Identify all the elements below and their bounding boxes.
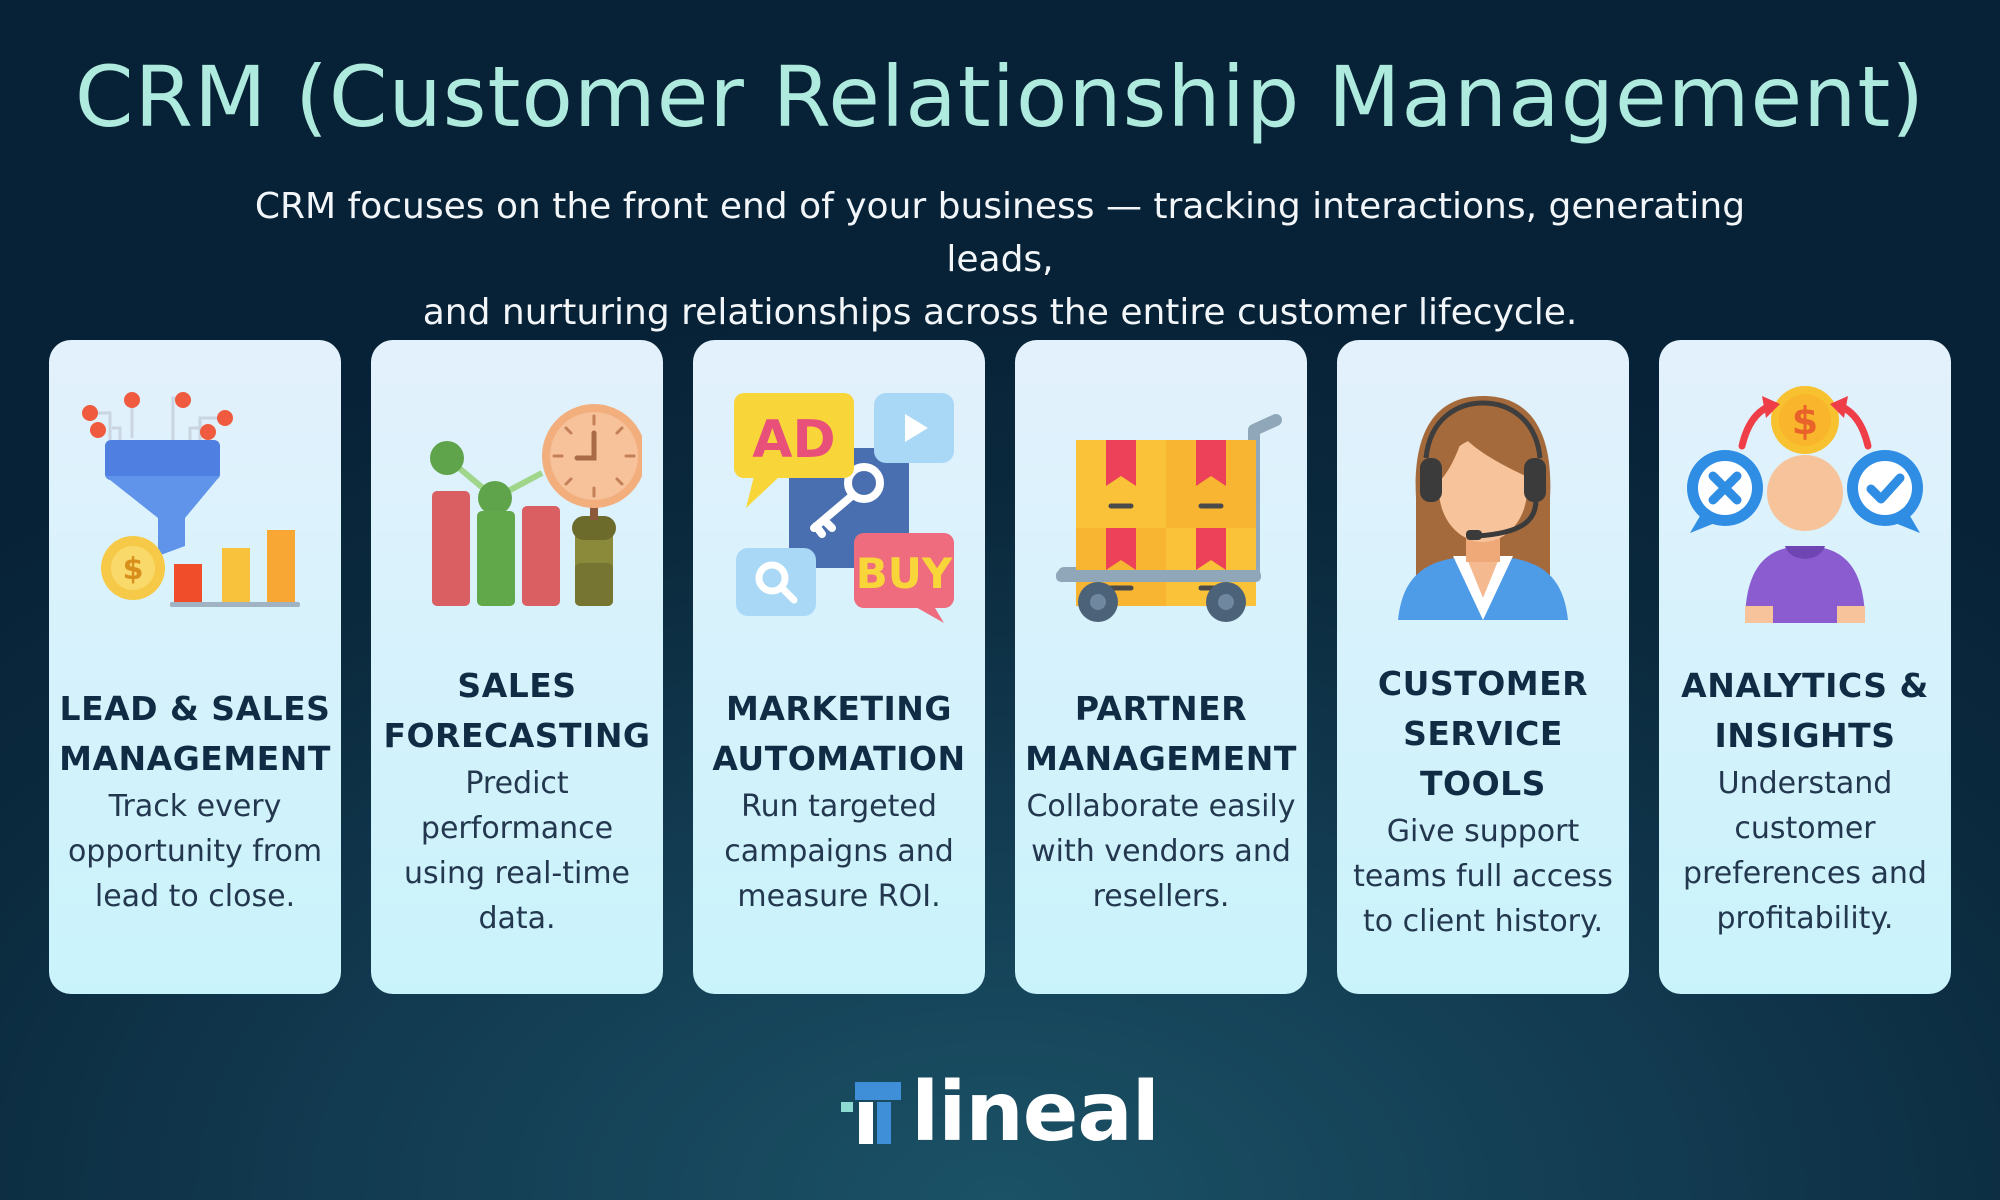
card-description: Predict performance using real-time data… [403, 766, 631, 936]
customer-decision-icon: $ [1687, 386, 1923, 623]
card-text: SALES FORECASTING Predict performance us… [381, 628, 653, 994]
card-title: LEAD & SALES MANAGEMENT [59, 688, 331, 778]
card-description: Give support teams full access to client… [1353, 813, 1613, 939]
card-title: MARKETING AUTOMATION [712, 688, 966, 778]
card-title: CUSTOMER SERVICE TOOLS [1377, 663, 1589, 803]
subtitle-line-1: CRM focuses on the front end of your bus… [254, 186, 1746, 280]
sales-funnel-icon: $ [82, 392, 300, 607]
card-title: SALES FORECASTING [383, 666, 651, 755]
subtitle-line-2: and nurturing relationships across the e… [422, 292, 1578, 333]
card-title: ANALYTICS & INSIGHTS [1681, 666, 1929, 755]
card-title: PARTNER MANAGEMENT [1025, 688, 1297, 778]
card-text: CUSTOMER SERVICE TOOLS Give support team… [1347, 628, 1619, 994]
card-lead-sales: $ LEAD & SALES MANAGEMENT Track every op… [49, 340, 341, 994]
card-marketing-automation: AD BUY MARKETING AUTOMATION Run targeted… [693, 340, 985, 994]
card-description: Track every opportunity from lead to clo… [67, 788, 323, 914]
card-description: Understand customer preferences and prof… [1683, 766, 1927, 936]
page-subtitle: CRM focuses on the front end of your bus… [200, 180, 1800, 339]
card-text: MARKETING AUTOMATION Run targeted campai… [703, 628, 975, 994]
brand-logo: lineal [0, 1072, 2000, 1154]
forecast-chart-clock-icon [430, 404, 642, 606]
card-description: Collaborate easily with vendors and rese… [1026, 788, 1296, 914]
marketing-ad-key-icon: AD BUY [734, 393, 954, 623]
card-description: Run targeted campaigns and measure ROI. [724, 788, 954, 914]
feature-cards: $ LEAD & SALES MANAGEMENT Track every op… [49, 340, 1951, 994]
dollar-label: $ [1792, 399, 1818, 443]
card-analytics-insights: $ ANALYTICS & INSIGHTS Understand custom… [1659, 340, 1951, 994]
card-sales-forecasting: SALES FORECASTING Predict performance us… [371, 340, 663, 994]
ad-label: AD [752, 410, 835, 470]
card-text: ANALYTICS & INSIGHTS Understand customer… [1669, 628, 1941, 994]
support-agent-headset-icon [1398, 396, 1568, 620]
lineal-logo-icon [841, 1082, 902, 1144]
card-partner-management: PARTNER MANAGEMENT Collaborate easily wi… [1015, 340, 1307, 994]
cart-boxes-icon [1056, 414, 1282, 622]
buy-label: BUY [856, 549, 953, 598]
card-text: PARTNER MANAGEMENT Collaborate easily wi… [1025, 628, 1297, 994]
card-text: LEAD & SALES MANAGEMENT Track every oppo… [59, 628, 331, 994]
card-customer-service: CUSTOMER SERVICE TOOLS Give support team… [1337, 340, 1629, 994]
dollar-label: $ [123, 552, 144, 587]
brand-name: lineal [911, 1065, 1160, 1160]
page-title: CRM (Customer Relationship Management) [74, 48, 1926, 146]
